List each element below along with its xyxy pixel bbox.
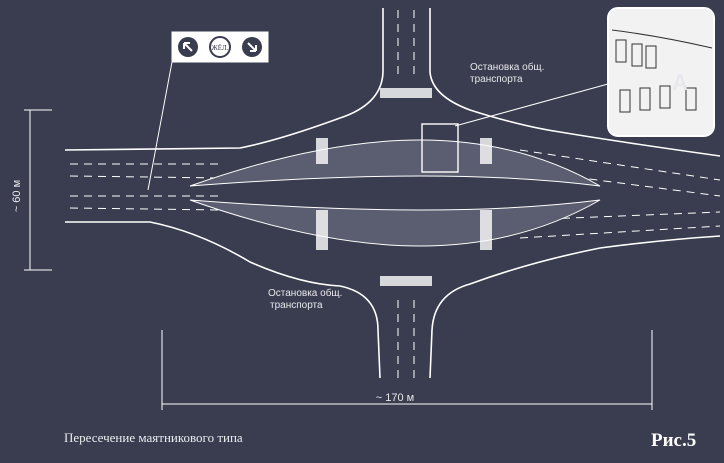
dimension-width-label: ~ 170 м <box>376 392 414 404</box>
road-edges <box>64 8 721 379</box>
road-edge-south-east <box>429 235 721 379</box>
road-edge-north-west <box>64 8 384 151</box>
dimension-width <box>161 330 653 410</box>
sign-pointer-line <box>147 61 173 191</box>
yellow-signal-icon <box>209 36 231 58</box>
inset-letter: A <box>672 70 688 95</box>
road-edge-south-west <box>65 221 381 379</box>
turn-left-arrow-glyph <box>183 42 193 52</box>
bus-stop-box <box>421 123 459 173</box>
figure-caption: Пересечение маятникового типа <box>64 430 243 445</box>
turn-right-arrow-glyph <box>247 42 257 52</box>
road-edge-north-east <box>429 8 721 157</box>
figure-number: Рис.5 <box>651 430 697 451</box>
bus-stop-label-top-1: Остановка общ. <box>470 61 544 73</box>
bus-stop-label-top-2: транспорта <box>470 74 523 85</box>
crosswalks <box>316 88 492 286</box>
median-north <box>189 139 601 187</box>
inset-drawing <box>611 29 713 113</box>
lane-markings-vertical <box>397 10 415 378</box>
dimension-height <box>24 109 52 271</box>
bus-stop-label-bottom-2: транспорта <box>270 300 323 311</box>
median-south <box>189 199 601 247</box>
yellow-signal-text: ЖЁЛ. <box>211 44 228 52</box>
bus-stop-label-bottom-1: Остановка общ. <box>268 287 342 299</box>
lane-markings-west <box>69 163 221 211</box>
inset-panel <box>607 7 715 137</box>
dimension-height-label: ~ 60 м <box>11 180 23 212</box>
inset-leader-line <box>454 83 609 127</box>
